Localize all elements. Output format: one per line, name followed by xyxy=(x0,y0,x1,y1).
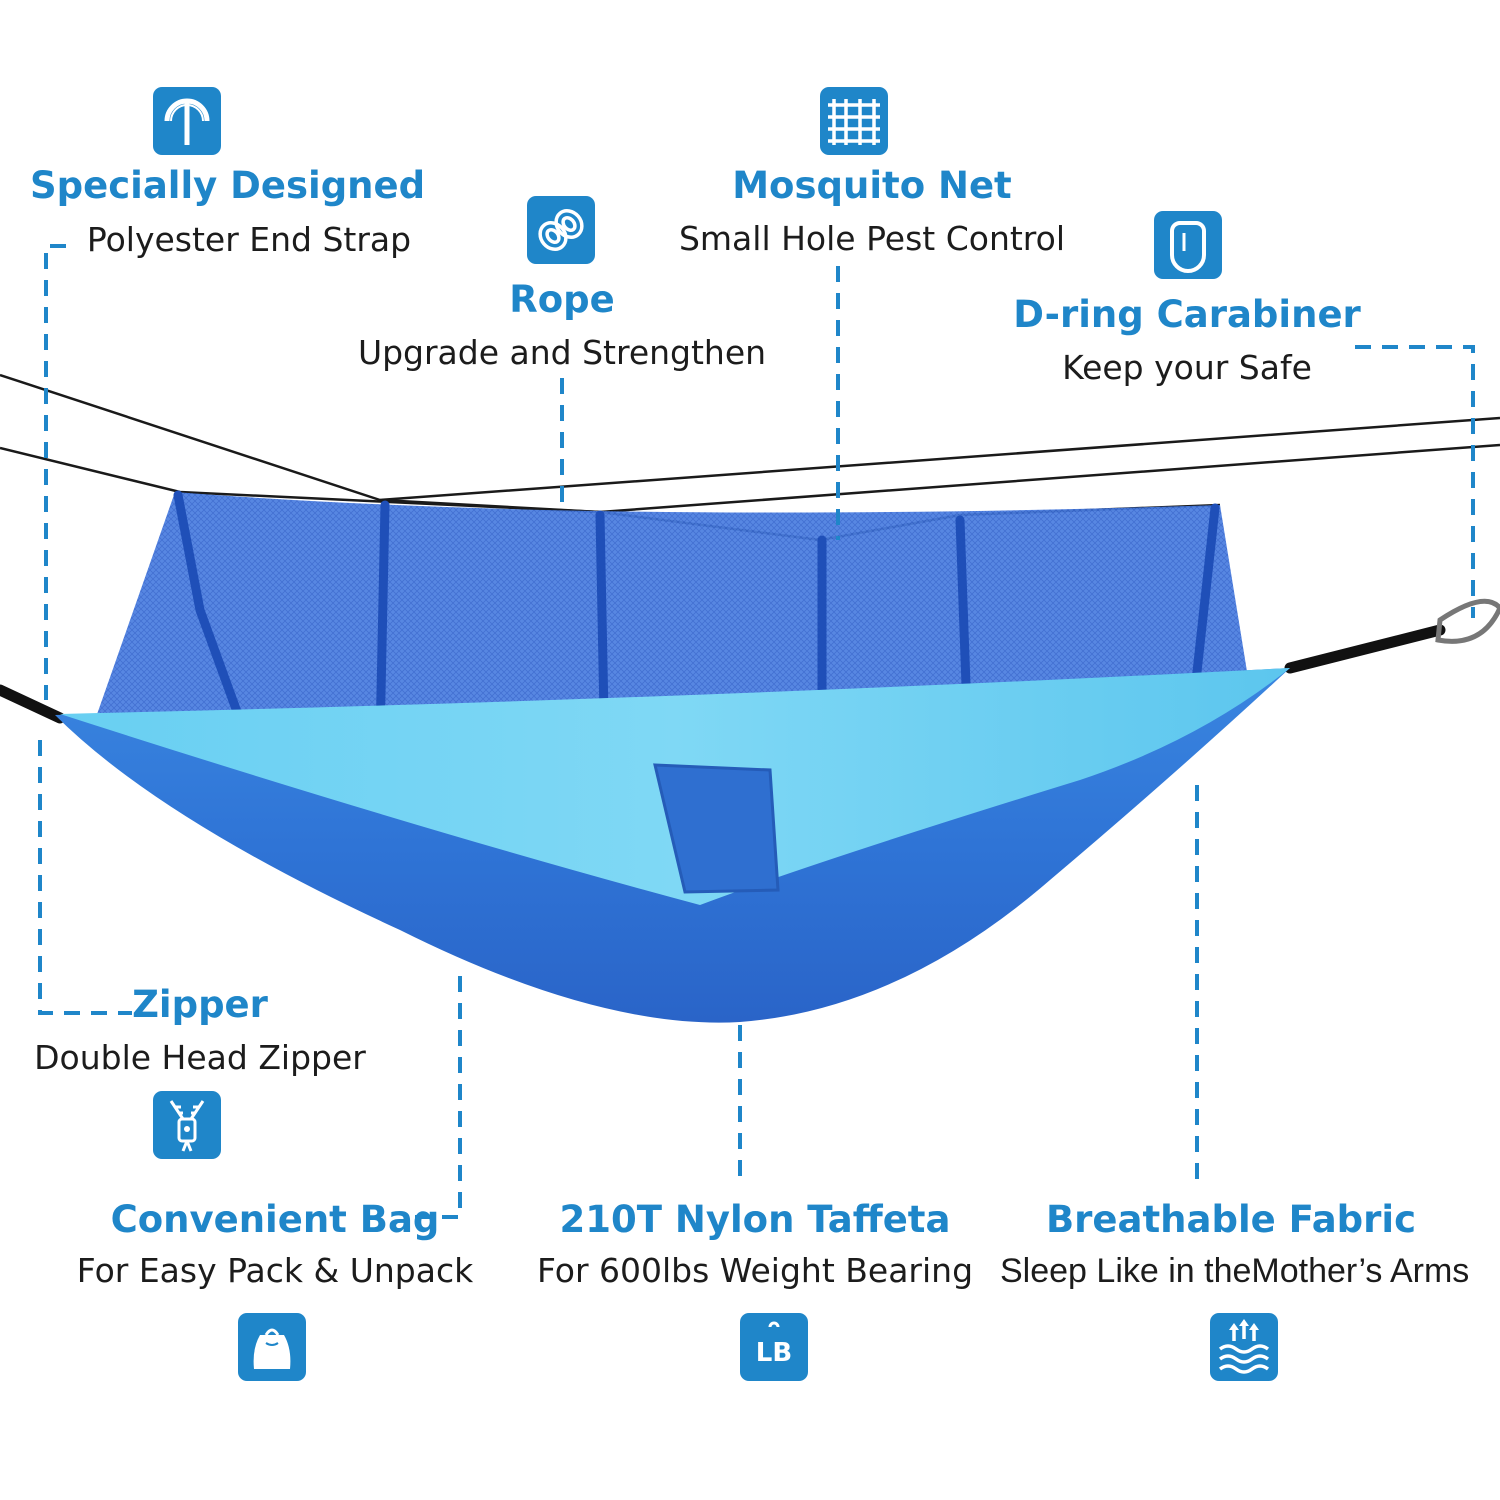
feature-subtitle: Sleep Like in theMother’s Arms xyxy=(1000,1251,1470,1290)
feature-bag: Convenient Bag For Easy Pack & Unpack xyxy=(70,1198,480,1290)
breathable-waves-icon xyxy=(1210,1313,1278,1381)
grid-net-icon xyxy=(820,87,888,155)
feature-subtitle: For 600lbs Weight Bearing xyxy=(536,1250,974,1290)
feature-title: 210T Nylon Taffeta xyxy=(559,1198,951,1241)
feature-title: Zipper xyxy=(132,983,268,1026)
feature-subtitle: For Easy Pack & Unpack xyxy=(76,1250,474,1290)
umbrella-icon xyxy=(153,87,221,155)
feature-subtitle: Keep your Safe xyxy=(1062,347,1312,387)
feature-nylon: 210T Nylon Taffeta For 600lbs Weight Bea… xyxy=(530,1198,980,1290)
lb-icon-text: LB xyxy=(756,1338,792,1368)
bag-icon xyxy=(238,1313,306,1381)
feature-title: D-ring Carabiner xyxy=(1013,293,1361,336)
feature-title: Specially Designed xyxy=(30,164,426,207)
feature-carabiner: D-ring Carabiner Keep your Safe xyxy=(1010,293,1364,387)
feature-subtitle: Upgrade and Strengthen xyxy=(357,332,767,372)
feature-title: Breathable Fabric xyxy=(1045,1198,1417,1241)
rope-coil-icon xyxy=(527,196,595,264)
feature-subtitle: Small Hole Pest Control xyxy=(678,218,1066,258)
feature-fabric: Breathable Fabric Sleep Like in theMothe… xyxy=(1000,1198,1470,1291)
feature-zipper: Zipper Double Head Zipper xyxy=(20,983,380,1077)
end-straps xyxy=(0,624,1446,724)
feature-title: Rope xyxy=(509,278,615,321)
feature-title: Convenient Bag xyxy=(110,1198,440,1241)
feature-specially-designed: Specially Designed Polyester End Strap xyxy=(30,164,426,259)
carabiner-icon xyxy=(1154,211,1222,279)
zipper-icon xyxy=(153,1091,221,1159)
pocket-bag xyxy=(653,763,780,894)
feature-rope: Rope Upgrade and Strengthen xyxy=(340,278,784,372)
lb-weight-icon: LB xyxy=(740,1313,808,1381)
feature-subtitle: Double Head Zipper xyxy=(34,1037,366,1077)
feature-mosquito-net: Mosquito Net Small Hole Pest Control xyxy=(662,164,1082,258)
feature-subtitle: Polyester End Strap xyxy=(86,219,412,259)
feature-title: Mosquito Net xyxy=(732,164,1012,207)
